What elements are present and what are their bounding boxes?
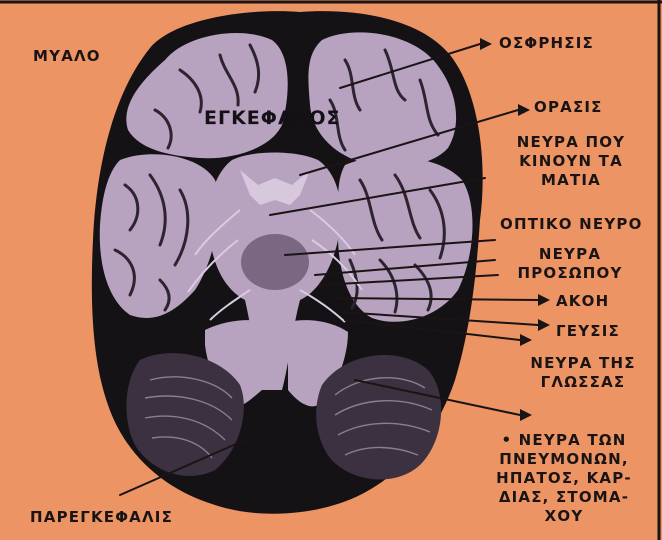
label-neyra-organon-line-5: ΧΟΥ <box>478 507 650 526</box>
label-akoi: ΑΚΟΗ <box>556 292 609 311</box>
label-neyra-kinoun-line-3: ΜΑΤΙΑ <box>496 171 646 190</box>
label-neyra-prosopou: ΝΕΥΡΑ ΠΡΟΣΩΠΟΥ <box>500 245 640 283</box>
label-neyra-organon-line-2: ΠΝΕΥΜΟΝΩΝ, <box>478 450 650 469</box>
label-neyra-prosopou-line-1: ΝΕΥΡΑ <box>500 245 640 264</box>
label-egkefalos: ΕΓΚΕΦΑΛΟΣ <box>204 107 340 129</box>
label-neyra-kinoun-line-1: ΝΕΥΡΑ ΠΟΥ <box>496 133 646 152</box>
pons <box>241 234 309 290</box>
label-geysis: ΓΕΥΣΙΣ <box>556 322 620 341</box>
label-neyra-kinoun-line-2: ΚΙΝΟΥΝ ΤΑ <box>496 152 646 171</box>
label-neyra-organon-line-3: ΗΠΑΤΟΣ, ΚΑΡ- <box>478 469 650 488</box>
label-neyra-organon-line-4: ΔΙΑΣ, ΣΤΟΜΑ- <box>478 488 650 507</box>
label-neyra-kinoun: ΝΕΥΡΑ ΠΟΥ ΚΙΝΟΥΝ ΤΑ ΜΑΤΙΑ <box>496 133 646 190</box>
label-myalo: ΜΥΑΛΟ <box>33 47 101 66</box>
label-neyra-organon: • ΝΕΥΡΑ ΤΩΝ ΠΝΕΥΜΟΝΩΝ, ΗΠΑΤΟΣ, ΚΑΡ- ΔΙΑΣ… <box>478 431 650 526</box>
label-osfrisis: ΟΣΦΡΗΣΙΣ <box>499 34 594 53</box>
label-paregkefalis: ΠΑΡΕΓΚΕΦΑΛΙΣ <box>30 508 173 527</box>
label-neyra-glossas-line-2: ΓΛΩΣΣΑΣ <box>518 373 648 392</box>
label-orasis: ΟΡΑΣΙΣ <box>534 98 603 117</box>
cerebellum-right <box>316 355 441 479</box>
label-optiko-neyro: ΟΠΤΙΚΟ ΝΕΥΡΟ <box>500 215 643 234</box>
label-neyra-glossas-line-1: ΝΕΥΡΑ ΤΗΣ <box>518 354 648 373</box>
label-neyra-prosopou-line-2: ΠΡΟΣΩΠΟΥ <box>500 264 640 283</box>
label-neyra-organon-line-1: • ΝΕΥΡΑ ΤΩΝ <box>478 431 650 450</box>
label-neyra-glossas: ΝΕΥΡΑ ΤΗΣ ΓΛΩΣΣΑΣ <box>518 354 648 392</box>
